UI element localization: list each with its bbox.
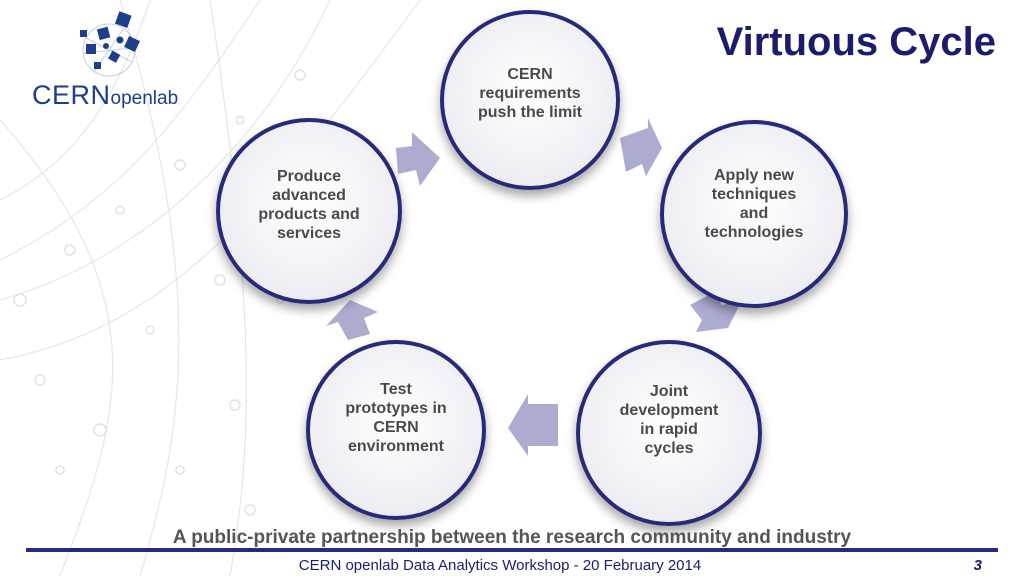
cycle-step-3: Joint development in rapid cycles <box>576 340 762 526</box>
cycle-step-1-label: CERN requirements push the limit <box>478 65 582 121</box>
page-number: 3 <box>973 557 982 574</box>
logo-text: CERNopenlab <box>32 80 178 111</box>
logo-openlab: openlab <box>110 88 179 109</box>
logo-cern: CERN <box>32 80 111 110</box>
slide-title: Virtuous Cycle <box>716 20 996 64</box>
cycle-step-4-label: Test prototypes in CERN environment <box>345 381 447 455</box>
cycle-step-3-label: Joint development in rapid cycles <box>619 383 719 457</box>
cycle-step-4: Test prototypes in CERN environment <box>306 340 486 520</box>
footer-divider <box>26 548 998 552</box>
cycle-step-1: CERN requirements push the limit <box>440 10 620 190</box>
footer-text: CERN openlab Data Analytics Workshop - 2… <box>298 557 702 574</box>
cycle-step-5-label: Produce advanced products and services <box>258 168 360 242</box>
cern-openlab-logo: CERNopenlab <box>14 8 184 111</box>
cycle-step-5: Produce advanced products and services <box>216 118 402 304</box>
slide-subtitle: A public-private partnership between the… <box>172 527 852 548</box>
cycle-step-2: Apply new techniques and technologies <box>660 120 848 308</box>
cycle-step-2-label: Apply new techniques and technologies <box>704 167 804 241</box>
logo-network-icon <box>80 11 140 77</box>
